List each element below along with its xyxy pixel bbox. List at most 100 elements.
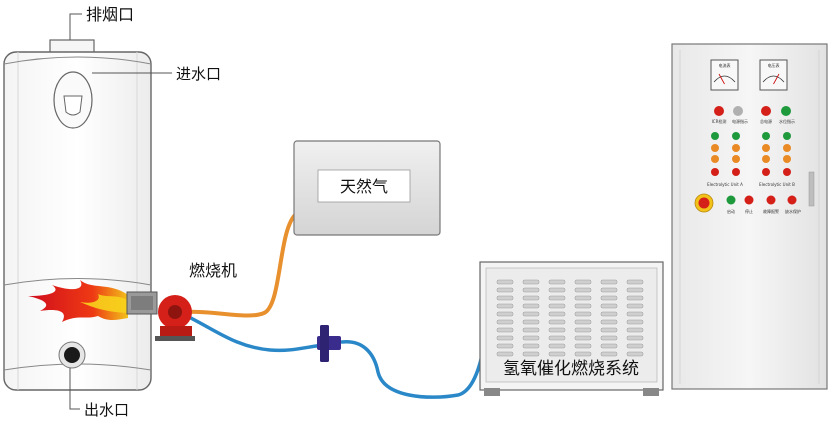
vent-slot (574, 343, 592, 349)
vent-slot (548, 351, 566, 357)
vent-slot (600, 319, 618, 325)
right-orange-3 (762, 155, 770, 163)
vent-slot (574, 287, 592, 293)
emergency-stop-button[interactable] (694, 193, 714, 213)
vent-slot (522, 287, 540, 293)
vent-slot (626, 279, 644, 285)
burner (126, 291, 195, 341)
left-green-1 (711, 132, 719, 140)
svg-text:电压表: 电压表 (768, 62, 780, 68)
vent-slot (548, 319, 566, 325)
vent-slot (626, 295, 644, 301)
vent-slot (522, 351, 540, 357)
vent-slot (496, 311, 514, 317)
svg-text:停止: 停止 (745, 208, 753, 214)
vent-slot (626, 335, 644, 341)
vent-slot (548, 311, 566, 317)
right-green-1 (762, 132, 770, 140)
indicator-green-1 (781, 106, 791, 116)
indicator-red-2 (761, 106, 771, 116)
indicator-gray (733, 106, 743, 116)
chimney-label: 排烟口 (86, 5, 134, 24)
svg-text:Electrolytic Unit B: Electrolytic Unit B (759, 182, 795, 187)
vent-slot (600, 279, 618, 285)
vent-slot (574, 303, 592, 309)
vent-slot (496, 287, 514, 293)
vent-slot (496, 295, 514, 301)
vent-slot (600, 295, 618, 301)
svg-text:电流表: 电流表 (719, 62, 731, 68)
vent-slot (574, 295, 592, 301)
burner-label: 燃烧机 (189, 261, 237, 280)
vent-slot (600, 351, 618, 357)
svg-text:ICR检测: ICR检测 (712, 118, 727, 124)
gas-pipe (178, 212, 298, 318)
vent-slot (522, 311, 540, 317)
left-orange-2 (732, 144, 740, 152)
right-red-1 (762, 168, 770, 176)
svg-text:电源指示: 电源指示 (732, 118, 748, 124)
flame-icon (28, 280, 128, 322)
svg-text:启动: 启动 (727, 208, 735, 214)
natural-gas-box (293, 140, 441, 236)
vent-slot (548, 327, 566, 333)
vent-slot (600, 287, 618, 293)
hydrogen-catalytic-system (479, 261, 664, 396)
vent-slot (574, 279, 592, 285)
vent-slot (496, 319, 514, 325)
boiler (3, 39, 152, 391)
vent-slot (496, 303, 514, 309)
vent-slot (600, 327, 618, 333)
vent-slot (522, 319, 540, 325)
vent-slot (626, 319, 644, 325)
left-orange-4 (732, 155, 740, 163)
chimney-leader (69, 13, 82, 40)
vent-slot (548, 303, 566, 309)
vent-slot (600, 343, 618, 349)
vent-slot (496, 279, 514, 285)
control-cabinet: 电流表 电压表 ICR检测 电源指示 总电源 水位指示 Electrolytic… (671, 43, 828, 390)
vent-slot (574, 319, 592, 325)
right-orange-1 (762, 144, 770, 152)
svg-text:Electrolytic Unit A: Electrolytic Unit A (707, 182, 743, 187)
vent-slot (522, 303, 540, 309)
stop-button[interactable] (744, 195, 754, 205)
right-red-2 (783, 168, 791, 176)
svg-text:总电源: 总电源 (760, 118, 772, 124)
vent-slot (548, 295, 566, 301)
vent-slot (574, 327, 592, 333)
ammeter: 电流表 (710, 59, 739, 91)
vent-slot (626, 303, 644, 309)
chimney-pipe (49, 39, 95, 54)
vent-slot (600, 303, 618, 309)
left-orange-1 (711, 144, 719, 152)
vent-slot (548, 287, 566, 293)
vent-slot (522, 327, 540, 333)
left-red-1 (711, 168, 719, 176)
vent-slot (626, 311, 644, 317)
vent-slot (574, 311, 592, 317)
hydrogen-system-label: 氢氧催化燃烧系统 (503, 359, 639, 379)
right-orange-4 (783, 155, 791, 163)
vent-slot (548, 343, 566, 349)
start-button[interactable] (726, 195, 736, 205)
vent-slot (626, 327, 644, 333)
vent-slot (626, 287, 644, 293)
vent-slot (600, 335, 618, 341)
vent-slot (574, 351, 592, 357)
left-red-2 (732, 168, 740, 176)
vent-slot (522, 343, 540, 349)
vent-slot (522, 295, 540, 301)
svg-text:缺水保护: 缺水保护 (785, 208, 801, 214)
vent-slot (626, 351, 644, 357)
pipe-connector (317, 325, 341, 362)
outlet-leader (69, 368, 80, 410)
water-outlet-label: 出水口 (84, 401, 129, 419)
vent-slot (496, 327, 514, 333)
svg-text:故障报警: 故障报警 (763, 208, 779, 214)
water-pipe-burner (160, 304, 326, 353)
vent-slot (626, 343, 644, 349)
vent-slot (522, 279, 540, 285)
water-pipe-system (340, 273, 491, 399)
